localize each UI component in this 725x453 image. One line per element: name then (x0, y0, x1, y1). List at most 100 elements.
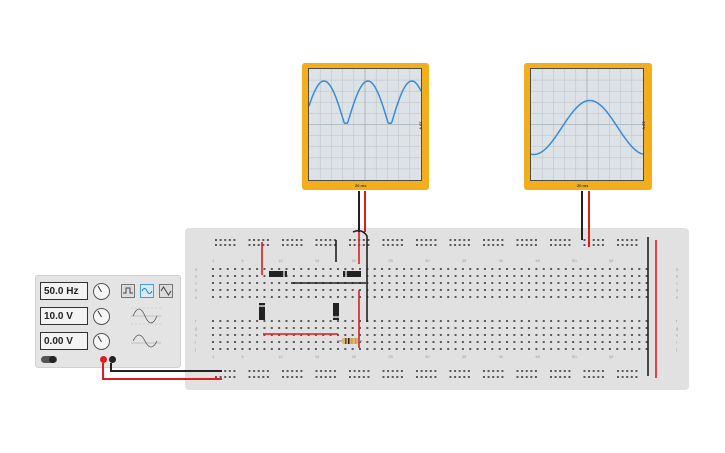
breadboard-hole (597, 244, 600, 246)
breadboard-hole (263, 268, 266, 270)
breadboard-hole (256, 341, 259, 343)
breadboard-hole (320, 239, 323, 241)
breadboard-hole (506, 320, 508, 322)
breadboard-hole (469, 320, 472, 322)
breadboard-hole (616, 334, 619, 336)
breadboard-hole (425, 348, 428, 350)
row-letter: f (676, 319, 678, 324)
breadboard-hole (256, 268, 259, 270)
breadboard-hole (344, 289, 347, 291)
breadboard-hole (601, 268, 604, 270)
breadboard-hole (212, 327, 214, 329)
breadboard-hole (516, 370, 519, 372)
breadboard-hole (403, 348, 406, 350)
breadboard-hole (410, 289, 413, 291)
negative-terminal[interactable] (109, 356, 116, 363)
breadboard-hole (373, 327, 376, 329)
breadboard-hole (579, 282, 582, 284)
breadboard-hole (469, 341, 472, 343)
breadboard-hole (322, 275, 325, 277)
frequency-display[interactable]: 50.0 Hz (40, 282, 88, 300)
function-generator[interactable]: 50.0 Hz 10.0 V 0.00 V (35, 275, 181, 368)
breadboard-hole (458, 370, 461, 372)
dc-offset-display[interactable]: 0.00 V (40, 332, 88, 350)
breadboard-hole (638, 341, 641, 343)
breadboard-hole (492, 244, 495, 246)
breadboard-hole (388, 268, 391, 270)
breadboard-hole (300, 289, 303, 291)
breadboard-hole (608, 282, 611, 284)
breadboard-hole (550, 289, 553, 291)
breadboard-hole (300, 268, 303, 270)
breadboard-hole (292, 289, 295, 291)
breadboard-hole (513, 327, 516, 329)
breadboard-hole (520, 282, 523, 284)
breadboard-hole (291, 239, 294, 241)
oscilloscope-right[interactable]: 10 V 20 ms (524, 63, 652, 190)
frequency-knob[interactable] (93, 283, 110, 300)
breadboard-hole (564, 296, 567, 298)
breadboard-hole (583, 376, 586, 378)
triangle-wave-button[interactable] (159, 284, 173, 298)
breadboard-hole (336, 320, 339, 322)
breadboard-hole (329, 239, 332, 241)
square-wave-button[interactable] (121, 284, 135, 298)
breadboard-hole (542, 282, 545, 284)
amplitude-display[interactable]: 10.0 V (40, 307, 88, 325)
breadboard-hole (234, 341, 237, 343)
breadboard-hole (226, 348, 229, 350)
breadboard-hole (373, 341, 376, 343)
amplitude-knob[interactable] (93, 308, 110, 325)
breadboard-hole (563, 239, 566, 241)
diode-4 (333, 303, 339, 320)
scope-trace (531, 99, 643, 156)
positive-terminal[interactable] (100, 356, 107, 363)
breadboard-hole (329, 370, 332, 372)
breadboard-hole (454, 244, 457, 246)
breadboard-hole (579, 327, 582, 329)
breadboard-hole (535, 296, 538, 298)
dc-offset-knob[interactable] (93, 333, 110, 350)
breadboard-hole (403, 341, 406, 343)
breadboard-hole (362, 370, 365, 372)
breadboard-hole (635, 239, 638, 241)
breadboard-hole (351, 348, 354, 350)
sine-wave-button[interactable] (140, 284, 154, 298)
breadboard-hole (322, 334, 325, 336)
breadboard-hole (572, 327, 575, 329)
breadboard[interactable] (185, 228, 689, 390)
breadboard-hole (285, 289, 288, 291)
breadboard-hole (491, 275, 494, 277)
breadboard-hole (362, 239, 365, 241)
breadboard-hole (528, 289, 531, 291)
breadboard-hole (295, 244, 298, 246)
power-switch[interactable] (41, 356, 57, 363)
breadboard-hole (322, 341, 325, 343)
breadboard-hole (528, 275, 531, 277)
breadboard-hole (278, 327, 281, 329)
breadboard-hole (410, 341, 413, 343)
breadboard-hole (601, 244, 604, 246)
breadboard-hole (476, 275, 479, 277)
breadboard-hole (601, 348, 604, 350)
breadboard-hole (256, 275, 259, 277)
breadboard-hole (388, 341, 391, 343)
breadboard-hole (458, 244, 461, 246)
breadboard-hole (554, 370, 557, 372)
breadboard-hole (564, 282, 567, 284)
breadboard-hole (400, 244, 403, 246)
oscilloscope-left[interactable]: 10 V 20 ms (302, 63, 429, 190)
column-number: 1 (212, 258, 215, 263)
breadboard-hole (359, 341, 361, 343)
breadboard-hole (228, 376, 231, 378)
breadboard-hole (257, 376, 260, 378)
breadboard-hole (314, 341, 317, 343)
breadboard-hole (564, 320, 567, 322)
breadboard-hole (344, 296, 347, 298)
breadboard-hole (616, 289, 619, 291)
breadboard-hole (336, 268, 339, 270)
breadboard-hole (586, 334, 589, 336)
breadboard-hole (520, 327, 523, 329)
breadboard-hole (498, 320, 501, 322)
breadboard-hole (381, 327, 384, 329)
